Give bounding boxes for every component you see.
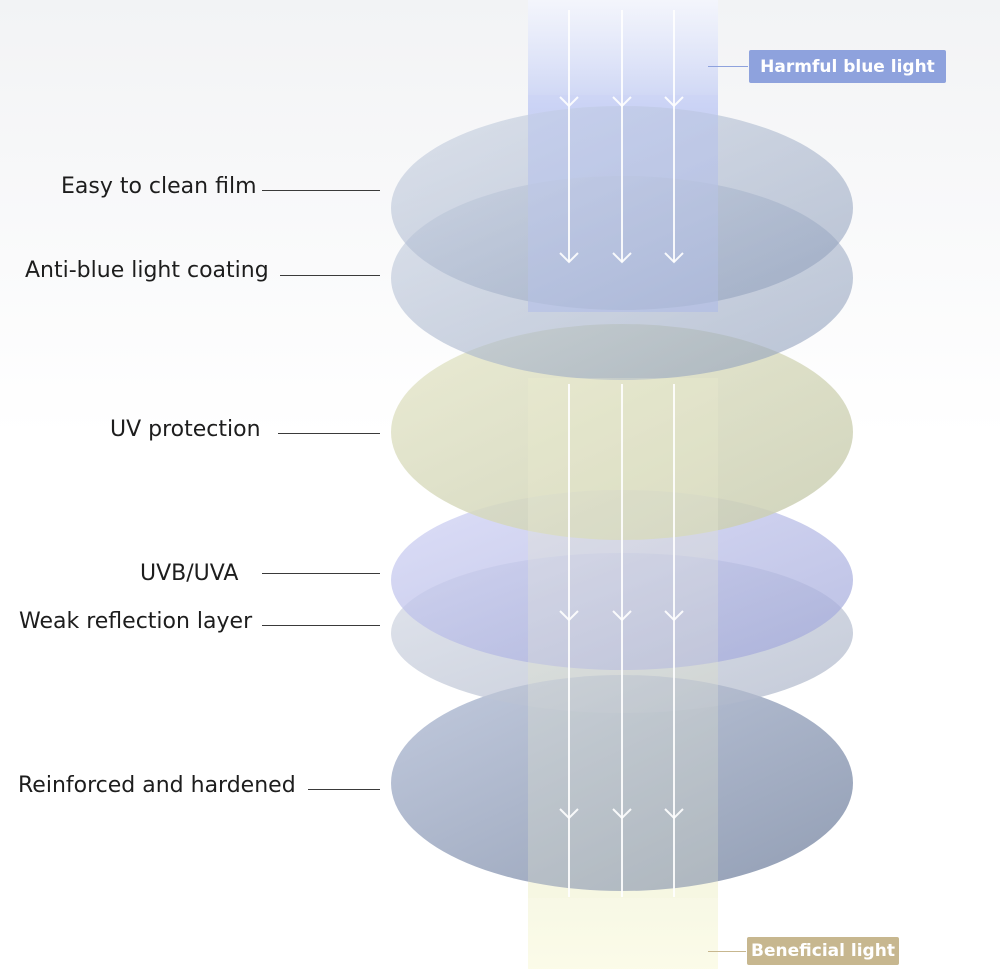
label-anti-blue-light-coating: Anti-blue light coating bbox=[25, 258, 269, 283]
beneficial-light-tag: Beneficial light bbox=[747, 937, 899, 965]
beneficial-light-label: Beneficial light bbox=[751, 941, 895, 961]
label-uv-protection: UV protection bbox=[110, 417, 261, 442]
label-reinforced-and-hardened: Reinforced and hardened bbox=[18, 773, 296, 798]
leader-anti-blue-light-coating bbox=[280, 275, 380, 276]
beneficial-ray-arrowhead bbox=[559, 808, 579, 820]
harmful-ray-arrowhead bbox=[664, 96, 684, 108]
label-weak-reflection-layer: Weak reflection layer bbox=[19, 609, 253, 634]
label-easy-to-clean-film: Easy to clean film bbox=[61, 174, 257, 199]
harmful-blue-light-tag: Harmful blue light bbox=[749, 50, 946, 83]
leader-uvb-uva bbox=[262, 573, 380, 574]
leader-weak-reflection-layer bbox=[262, 625, 380, 626]
beneficial-tag-leader bbox=[708, 951, 746, 952]
leader-easy-to-clean-film bbox=[262, 190, 380, 191]
beneficial-ray-arrowhead bbox=[612, 610, 632, 622]
leader-uv-protection bbox=[278, 433, 380, 434]
harmful-blue-light-label: Harmful blue light bbox=[760, 56, 935, 77]
harmful-ray-arrowhead bbox=[612, 252, 632, 264]
beneficial-ray-arrowhead bbox=[612, 808, 632, 820]
beneficial-ray-arrowhead bbox=[559, 610, 579, 622]
harmful-tag-leader bbox=[708, 66, 748, 67]
label-uvb-uva: UVB/UVA bbox=[140, 561, 239, 586]
beneficial-ray-arrowhead bbox=[664, 808, 684, 820]
harmful-ray-arrowhead bbox=[612, 96, 632, 108]
light-ray-arrows bbox=[559, 10, 684, 897]
leader-reinforced-and-hardened bbox=[308, 789, 380, 790]
harmful-ray-arrowhead bbox=[664, 252, 684, 264]
harmful-ray-arrowhead bbox=[559, 252, 579, 264]
harmful-ray-arrowhead bbox=[559, 96, 579, 108]
beneficial-ray-arrowhead bbox=[664, 610, 684, 622]
